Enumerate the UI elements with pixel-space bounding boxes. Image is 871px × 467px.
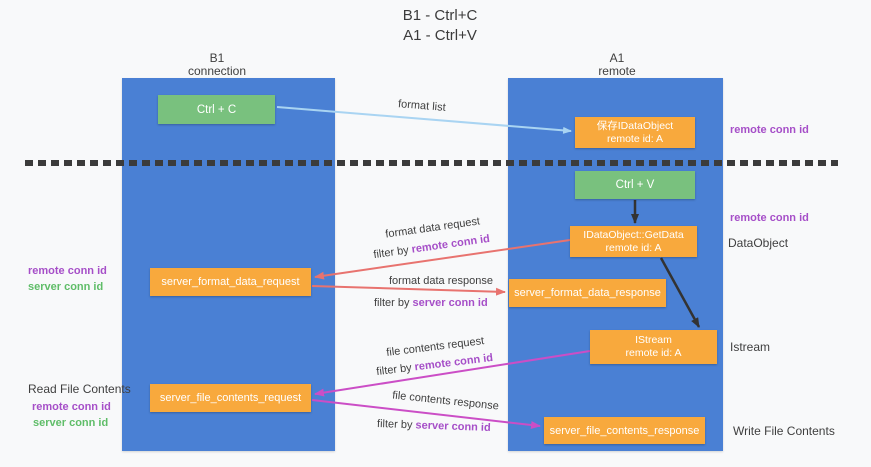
filter-by-text: filter by: [374, 297, 413, 309]
remote-conn-id-text: remote conn id: [410, 232, 491, 256]
ctrl-v-label: Ctrl + V: [615, 179, 655, 191]
format-list-label: format list: [397, 98, 447, 114]
left-remote-conn-id-mid-label: remote conn id: [28, 265, 107, 277]
right-column-header: A1 remote: [557, 52, 677, 78]
left-column-name: B1: [209, 51, 225, 65]
title-line-b1: B1 - Ctrl+C: [402, 7, 478, 24]
filter-by-text: filter by: [376, 418, 416, 432]
left-column-header: B1 connection: [157, 52, 277, 78]
right-remote-conn-id-mid-label: remote conn id: [730, 212, 809, 224]
server-conn-id-text: server conn id: [412, 297, 488, 309]
ctrl-c-box: Ctrl + C: [158, 95, 275, 124]
save-idataobject-box: 保存IDataObject remote id: A: [575, 117, 695, 148]
filter-by-text: filter by: [375, 361, 416, 379]
server-format-data-response-label: server_format_data_response: [514, 287, 661, 299]
write-file-contents-label: Write File Contents: [733, 424, 835, 438]
right-remote-conn-id-top-label: remote conn id: [730, 124, 809, 136]
idataobject-getdata-box: IDataObject::GetData remote id: A: [570, 226, 697, 257]
right-column-name: A1: [609, 51, 625, 65]
ctrl-v-box: Ctrl + V: [575, 171, 695, 199]
server-file-contents-response-box: server_file_contents_response: [544, 417, 705, 444]
server-format-data-request-label: server_format_data_request: [161, 276, 300, 288]
save-idataobject-remote-id: remote id: A: [606, 132, 664, 145]
title-line-a1: A1 - Ctrl+V: [403, 27, 477, 44]
server-format-data-request-box: server_format_data_request: [150, 268, 311, 296]
ctrl-c-label: Ctrl + C: [196, 103, 237, 116]
read-file-contents-label: Read File Contents: [28, 382, 131, 396]
format-data-response-filter-label: filter by server conn id: [374, 297, 488, 309]
right-column-subtitle: remote: [598, 64, 636, 78]
istream-box: IStream remote id: A: [590, 330, 717, 364]
server-conn-id-text: server conn id: [415, 419, 491, 434]
filter-by-text: filter by: [372, 243, 413, 262]
server-format-data-response-box: server_format_data_response: [509, 279, 666, 307]
remote-conn-id-text: remote conn id: [413, 351, 494, 374]
left-remote-conn-id-bottom-label: remote conn id: [32, 401, 111, 413]
server-file-contents-request-label: server_file_contents_request: [159, 392, 302, 404]
getdata-title: IDataObject::GetData: [583, 228, 684, 241]
file-contents-response-filter-label: filter by server conn id: [377, 418, 491, 434]
left-server-conn-id-bottom-label: server conn id: [33, 417, 109, 429]
left-column-subtitle: connection: [187, 64, 247, 78]
format-data-response-label: format data response: [389, 275, 493, 287]
getdata-remote-id: remote id: A: [605, 241, 662, 254]
server-file-contents-request-box: server_file_contents_request: [150, 384, 311, 412]
dataobject-label: DataObject: [728, 236, 789, 250]
istream-side-label: Istream: [730, 340, 771, 354]
left-server-conn-id-mid-label: server conn id: [28, 281, 104, 293]
save-idataobject-title: 保存IDataObject: [596, 119, 674, 132]
diagram-title: B1 - Ctrl+C A1 - Ctrl+V: [325, 6, 555, 46]
istream-title: IStream: [635, 334, 672, 346]
server-file-contents-response-label: server_file_contents_response: [549, 424, 700, 437]
istream-remote-id: remote id: A: [625, 347, 682, 359]
file-contents-response-label: file contents response: [391, 389, 500, 413]
